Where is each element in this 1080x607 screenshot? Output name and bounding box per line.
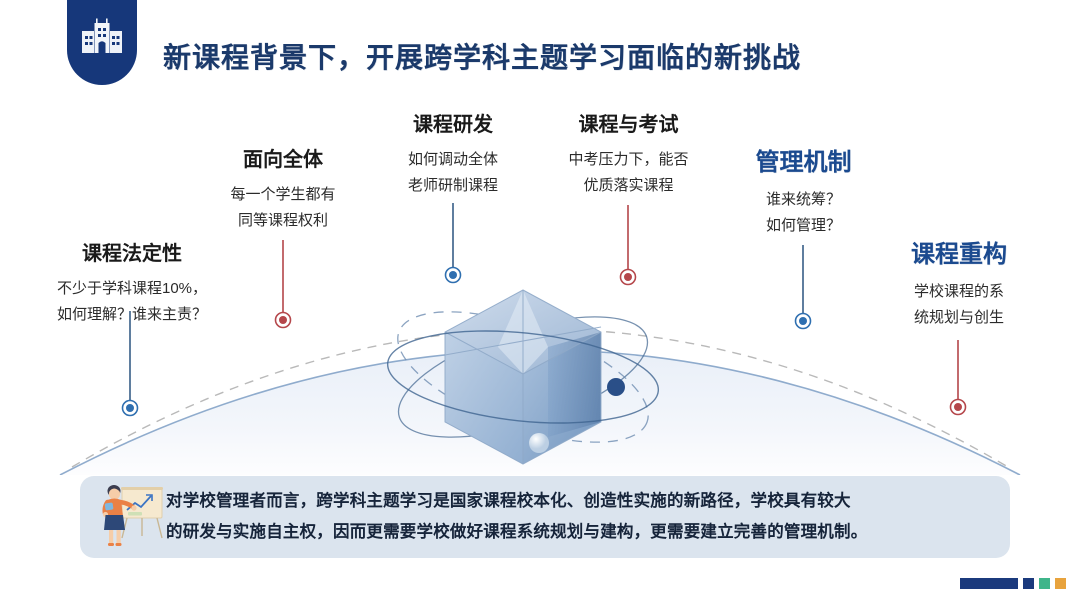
summary-caption-text: 对学校管理者而言，跨学科主题学习是国家课程校本化、创造性实施的新路径，学校具有较… [166, 486, 883, 547]
diagram-stage [0, 95, 1080, 475]
callout-line: 学校课程的系 [913, 283, 1004, 300]
callout-title: 课程研发 [413, 114, 493, 136]
footer-bar [960, 578, 1018, 589]
callout-title: 课程重构 [911, 242, 1007, 268]
callout-for-all-students: 面向全体 每一个学生都有 同等课程权利 [188, 148, 378, 235]
footer-square-orange [1055, 578, 1066, 589]
orbit-sphere-dark [607, 378, 625, 396]
callout-line: 不少于学科课程10%， [56, 280, 208, 297]
callout-line: 统规划与创生 [913, 309, 1004, 327]
page-title: 新课程背景下，开展跨学科主题学习面临的新挑战 [163, 43, 802, 74]
callout-line: 如何理解？谁来主责？ [56, 306, 207, 324]
caption-line-1: 对学校管理者而言，跨学科主题学习是国家课程校本化、创造性实施的新路径，学校具有较… [166, 492, 851, 511]
callout-curriculum-and-exam: 课程与考试 中考压力下，能否 优质落实课程 [541, 113, 716, 200]
callout-course-legality: 课程法定性 不少于学科课程10%， 如何理解？谁来主责？ [22, 242, 242, 329]
blue-crystal-polyhedron [386, 289, 660, 465]
callout-curriculum-rnd: 课程研发 如何调动全体 老师研制课程 [368, 113, 538, 200]
callout-title: 课程法定性 [82, 243, 182, 265]
callout-line: 中考压力下，能否 [568, 151, 689, 168]
callout-line: 如何管理？ [765, 217, 841, 235]
footer-square-green [1039, 578, 1050, 589]
summary-caption-box: 对学校管理者而言，跨学科主题学习是国家课程校本化、创造性实施的新路径，学校具有较… [80, 476, 1010, 558]
callout-line: 每一个学生都有 [230, 186, 336, 203]
callout-management-mechanism: 管理机制 谁来统筹？ 如何管理？ [722, 148, 885, 240]
callout-curriculum-restructuring: 课程重构 学校课程的系 统规划与创生 [875, 240, 1043, 332]
footer-square-navy [1023, 578, 1034, 589]
school-shield-badge [67, 0, 137, 85]
footer-decoration [960, 578, 1066, 589]
callout-title: 课程与考试 [578, 114, 679, 136]
callout-title: 面向全体 [243, 149, 323, 171]
school-building-icon [82, 18, 122, 53]
page-header: 新课程背景下，开展跨学科主题学习面临的新挑战 [0, 0, 1080, 100]
teacher-at-whiteboard-icon [94, 482, 166, 553]
dashed-arc [71, 328, 1009, 468]
callout-line: 同等课程权利 [237, 212, 328, 230]
caption-line-2: 的研发与实施自主权，因而更需要学校做好课程系统规划与建构，更需要建立完善的管理机… [166, 523, 868, 541]
callout-line: 谁来统筹？ [765, 191, 841, 208]
callout-line: 老师研制课程 [407, 177, 498, 195]
callout-title: 管理机制 [755, 150, 852, 176]
callout-line: 如何调动全体 [407, 151, 498, 168]
orbit-sphere-light [529, 433, 549, 453]
callout-line: 优质落实课程 [583, 177, 674, 195]
